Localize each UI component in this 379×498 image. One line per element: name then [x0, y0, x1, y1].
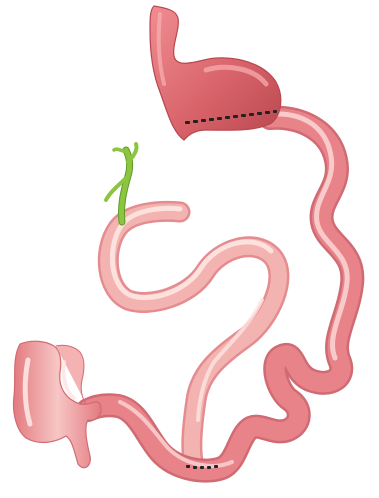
- gastric-remnant: [14, 341, 102, 467]
- gastric-pouch: [150, 6, 281, 140]
